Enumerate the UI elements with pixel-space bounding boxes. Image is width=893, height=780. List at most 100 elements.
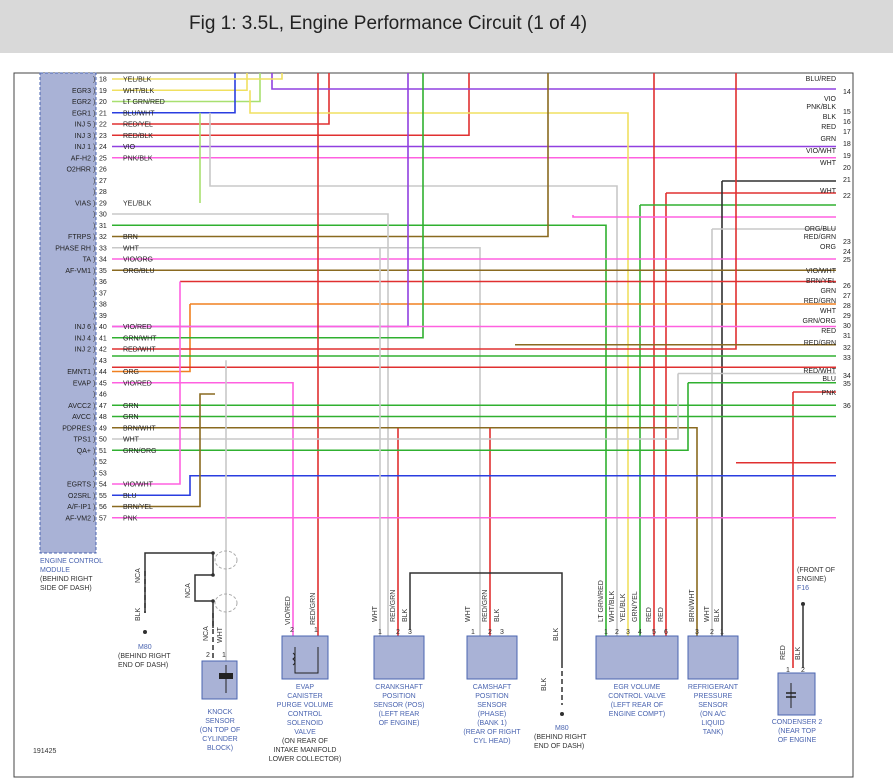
wire-qa xyxy=(112,382,689,452)
ecm-pin-name: EGR2 xyxy=(72,99,91,106)
evap-pin-1: 1 xyxy=(314,627,318,634)
figure-id: 191425 xyxy=(33,748,56,755)
evap-pin-2: 2 xyxy=(290,627,294,634)
right-ref-wire: RED xyxy=(821,124,836,131)
ecm-pin-number: 50 xyxy=(99,437,107,444)
cam-wire-label: BLK xyxy=(494,608,501,622)
knock-lines-line: (ON TOP OF xyxy=(200,727,240,734)
egr-pin: 3 xyxy=(626,629,630,636)
ecm-pin-bracket: ) xyxy=(93,380,95,387)
ecm-pin-number: 51 xyxy=(99,448,107,455)
ecm-pin-name: EGRTS xyxy=(67,482,91,489)
right-ref-wire: ORG/BLU xyxy=(804,226,836,233)
crank-wire-label: BLK xyxy=(402,608,409,622)
knock-sensor-wiring: NCA NCA xyxy=(185,550,238,661)
ecm-pin-name: EMNT1 xyxy=(67,369,91,376)
f16-loc1: (FRONT OF xyxy=(797,567,835,574)
ecm-pin-bracket: ) xyxy=(93,437,95,444)
ecm-pin-number: 19 xyxy=(99,88,107,95)
ecm-pin-name: FTRPS xyxy=(68,234,91,241)
wire-evap-viored xyxy=(112,381,294,636)
crank-lines-line: (LEFT REAR xyxy=(379,711,420,718)
right-ref-number: 26 xyxy=(843,283,851,290)
ecm-pin-bracket: ) xyxy=(93,470,95,477)
ecm-pin-bracket: ) xyxy=(93,133,95,140)
ecm-pin-wire: BLU xyxy=(123,493,137,500)
ecm-body xyxy=(39,72,97,554)
ecm-pin-wire: VIO/WHT xyxy=(123,482,154,489)
wire-o2srl xyxy=(112,474,836,497)
ecm-pin-number: 48 xyxy=(99,414,107,421)
ground-mid-wire2: BLK xyxy=(541,677,548,691)
right-ref-number: 25 xyxy=(843,257,851,264)
egr-pin: 2 xyxy=(615,629,619,636)
ecm-pin-bracket: ) xyxy=(93,403,95,410)
ecm-pin-wire: RED/YEL xyxy=(123,122,153,129)
ecm-pin-wire: WHT/BLK xyxy=(123,88,154,95)
wire-egrts xyxy=(112,281,181,485)
page-title: Fig 1: 3.5L, Engine Performance Circuit … xyxy=(189,13,588,34)
cam-lines-line: (REAR OF RIGHT xyxy=(463,729,521,736)
ecm-pin-name: O2HRR xyxy=(66,167,91,174)
f16-label: F16 xyxy=(797,585,809,592)
ecm-pin-bracket: ) xyxy=(93,99,95,106)
ecm-pin-bracket: ) xyxy=(93,245,95,252)
ecm-pin-wire: RED/WHT xyxy=(123,347,156,354)
evap-location: INTAKE MANIFOLD xyxy=(274,747,337,754)
ecm-pin-name: INJ 2 xyxy=(75,347,91,354)
egr-wire-label: RED xyxy=(658,607,665,622)
ecm-pin-wire: ORG xyxy=(123,369,139,376)
wire-wht-22 xyxy=(112,213,389,636)
ecm-pin-bracket: ) xyxy=(93,167,95,174)
cam-lines-line: SENSOR xyxy=(477,702,507,709)
ground-m80-left: NCA BLK M80 (BEHIND RIGHT END OF DASH) xyxy=(118,552,213,669)
ecm-pin-wire: VIO/ORG xyxy=(123,257,153,264)
ecm-pin-wire: BLU/WHT xyxy=(123,110,155,117)
refrig-pin: 2 xyxy=(710,629,714,636)
knock-wire-wht: WHT xyxy=(217,626,224,643)
knock-lines-line: SENSOR xyxy=(205,718,235,725)
right-ref-wire: PNK/BLK xyxy=(806,104,836,111)
evap-lines-line: VALVE xyxy=(294,729,316,736)
right-ref-number: 32 xyxy=(843,345,851,352)
ecm-pin-number: 53 xyxy=(99,470,107,477)
ecm-pin-bracket: ) xyxy=(93,369,95,376)
ecm-pin-wire: GRN/WHT xyxy=(123,335,157,342)
ecm-pin-wire: LT GRN/RED xyxy=(123,99,165,106)
evap-lines-line: SOLENOID xyxy=(287,720,323,727)
ecm-pin-number: 42 xyxy=(99,347,107,354)
ecm-pin-number: 57 xyxy=(99,515,107,522)
refrig-lines-line: REFRIGERANT xyxy=(688,684,739,691)
ecm-pin-name: AF-VM1 xyxy=(65,268,91,275)
egr-pin: 4 xyxy=(638,629,642,636)
ecm-pin-bracket: ) xyxy=(93,448,95,455)
refrig-lines-line: LIQUID xyxy=(701,720,724,727)
refrig-wire-label: BRN/WHT xyxy=(689,589,696,622)
right-ref-wire: BRN/YEL xyxy=(806,278,836,285)
ecm-pin-number: 47 xyxy=(99,403,107,410)
ecm-pin-wire: RED/BLK xyxy=(123,133,153,140)
crank-wire-label: WHT xyxy=(372,605,379,622)
ecm-pin-number: 34 xyxy=(99,257,107,264)
ecm-pin-bracket: ) xyxy=(93,392,95,399)
egr-lines-line: EGR VOLUME xyxy=(614,684,661,691)
condenser-wire-label: BLK xyxy=(795,646,802,660)
ecm-pin-bracket: ) xyxy=(93,459,95,466)
cam-body xyxy=(466,635,518,680)
condenser-body xyxy=(777,672,816,716)
right-ref-number: 27 xyxy=(843,293,851,300)
ecm-pin-number: 49 xyxy=(99,425,107,432)
ecm-pin-number: 45 xyxy=(99,380,107,387)
ecm-pin-bracket: ) xyxy=(93,347,95,354)
ecm-pin-name: PDPRES xyxy=(62,425,91,432)
ecm-pin-bracket: ) xyxy=(93,144,95,151)
right-ref-number: 30 xyxy=(843,323,851,330)
